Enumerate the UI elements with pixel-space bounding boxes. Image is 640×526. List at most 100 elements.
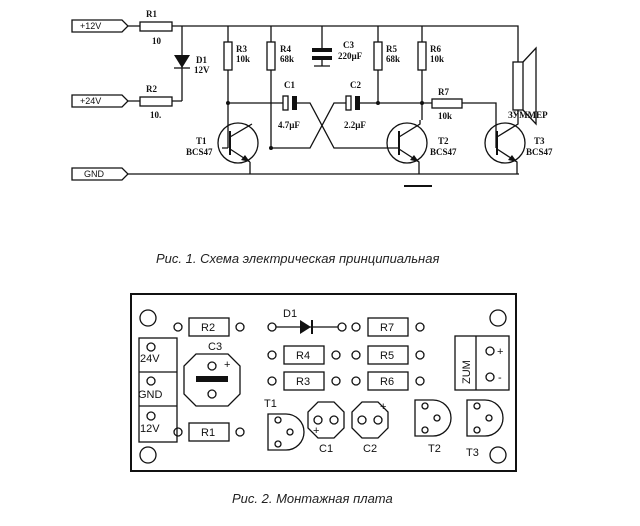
pad — [351, 350, 361, 360]
pad — [313, 415, 323, 425]
schematic: +12V +24V GND R1 10 R2 10. D1 12V R3 10k… — [71, 9, 553, 266]
pad — [415, 322, 425, 332]
t3-emitter-arrow — [508, 155, 517, 162]
c2-value: 2.2µF — [344, 120, 366, 130]
r2-name: R2 — [146, 84, 157, 94]
pcb-r1-label: R1 — [201, 427, 215, 439]
pad — [331, 350, 341, 360]
pcb-t2-label: T2 — [428, 443, 441, 455]
r1-value: 10 — [152, 36, 162, 46]
pcb-c1 — [307, 401, 345, 439]
pcb-t1-label: T1 — [264, 398, 277, 410]
pcb-r3-label: R3 — [296, 376, 310, 388]
terminal-block — [138, 337, 178, 443]
pad — [207, 361, 217, 371]
pad — [485, 346, 495, 356]
pcb-d1-body — [300, 320, 311, 334]
r6-resistor — [417, 41, 427, 71]
pcb-c2-plus: + — [380, 401, 386, 413]
terminal-gnd-label: GND — [138, 389, 163, 401]
pad — [337, 322, 347, 332]
r7-value: 10k — [438, 111, 452, 121]
pcb-board: 24V GND 12V R2 R1 C3 + D1 R4 — [130, 293, 517, 506]
t3-name: T3 — [534, 136, 545, 146]
schematic-caption: Рис. 1. Схема электрическая принципиальн… — [156, 251, 439, 266]
pad — [373, 415, 383, 425]
pcb-t2 — [414, 399, 452, 437]
mounting-hole — [489, 309, 507, 327]
pad — [207, 389, 217, 399]
r1-resistor — [139, 21, 173, 32]
pcb-t3-label: T3 — [466, 447, 479, 459]
pad — [485, 372, 495, 382]
pad — [274, 440, 282, 448]
pad — [173, 427, 183, 437]
c3-plate-bottom — [312, 56, 332, 60]
input-24v-label: +24V — [80, 96, 101, 106]
r6-value: 10k — [430, 54, 444, 64]
pad — [267, 322, 277, 332]
pad — [235, 427, 245, 437]
c2-name: C2 — [350, 80, 361, 90]
pad — [331, 376, 341, 386]
t2-value: BCS47 — [430, 147, 457, 157]
pcb-c3-label: C3 — [208, 341, 222, 353]
pcb-c3-plus: + — [224, 359, 230, 371]
t1-emitter-arrow — [241, 155, 250, 162]
d1-diode — [174, 55, 190, 68]
r4-value: 68k — [280, 54, 294, 64]
t1-leads — [222, 123, 253, 174]
t1-transistor — [217, 122, 259, 164]
pad — [351, 322, 361, 332]
board-caption: Рис. 2. Монтажная плата — [232, 491, 393, 506]
pcb-r7-label: R7 — [380, 322, 394, 334]
pcb-buzzer-minus: - — [498, 372, 502, 384]
pad — [433, 414, 441, 422]
node-dot — [226, 101, 230, 105]
r6-name: R6 — [430, 44, 441, 54]
pcb-r4 — [283, 345, 325, 365]
pad — [286, 428, 294, 436]
c2-plate-pos — [345, 95, 352, 111]
pcb-c1-label: C1 — [319, 443, 333, 455]
pad — [351, 376, 361, 386]
pcb-c3-stripe — [196, 376, 228, 382]
pcb-r6-label: R6 — [380, 376, 394, 388]
pad — [357, 415, 367, 425]
input-24v-tag — [71, 94, 129, 108]
pcb-t1 — [267, 413, 305, 451]
pcb-r7 — [367, 317, 409, 337]
t2-name: T2 — [438, 136, 449, 146]
r5-resistor — [373, 41, 383, 71]
pcb-buzzer-plus: + — [497, 346, 503, 358]
r2-resistor — [139, 96, 173, 107]
mounting-hole — [139, 309, 157, 327]
node-dot — [376, 101, 380, 105]
pad — [473, 402, 481, 410]
mounting-hole — [139, 446, 157, 464]
d1-value: 12V — [194, 65, 210, 75]
r3-name: R3 — [236, 44, 247, 54]
pad — [485, 414, 493, 422]
c3-ground — [314, 60, 330, 67]
r4-resistor — [266, 41, 276, 71]
r4-name: R4 — [280, 44, 291, 54]
pcb-r5-label: R5 — [380, 350, 394, 362]
c1-value: 4.7µF — [278, 120, 300, 130]
t2-emitter-arrow — [410, 155, 419, 162]
pad — [473, 426, 481, 434]
t1-value: BCS47 — [186, 147, 213, 157]
mounting-hole — [489, 446, 507, 464]
pcb-r2-label: R2 — [201, 322, 215, 334]
buzzer-body — [512, 61, 524, 111]
pcb-d1-label: D1 — [283, 308, 297, 320]
r5-name: R5 — [386, 44, 397, 54]
node-dot — [269, 146, 273, 150]
pad — [421, 402, 429, 410]
r5-value: 68k — [386, 54, 400, 64]
c1-plate-pos — [282, 95, 289, 111]
input-gnd-label: GND — [84, 169, 105, 179]
t3-value: BCS47 — [526, 147, 553, 157]
pcb-c1-plus: + — [313, 425, 319, 437]
